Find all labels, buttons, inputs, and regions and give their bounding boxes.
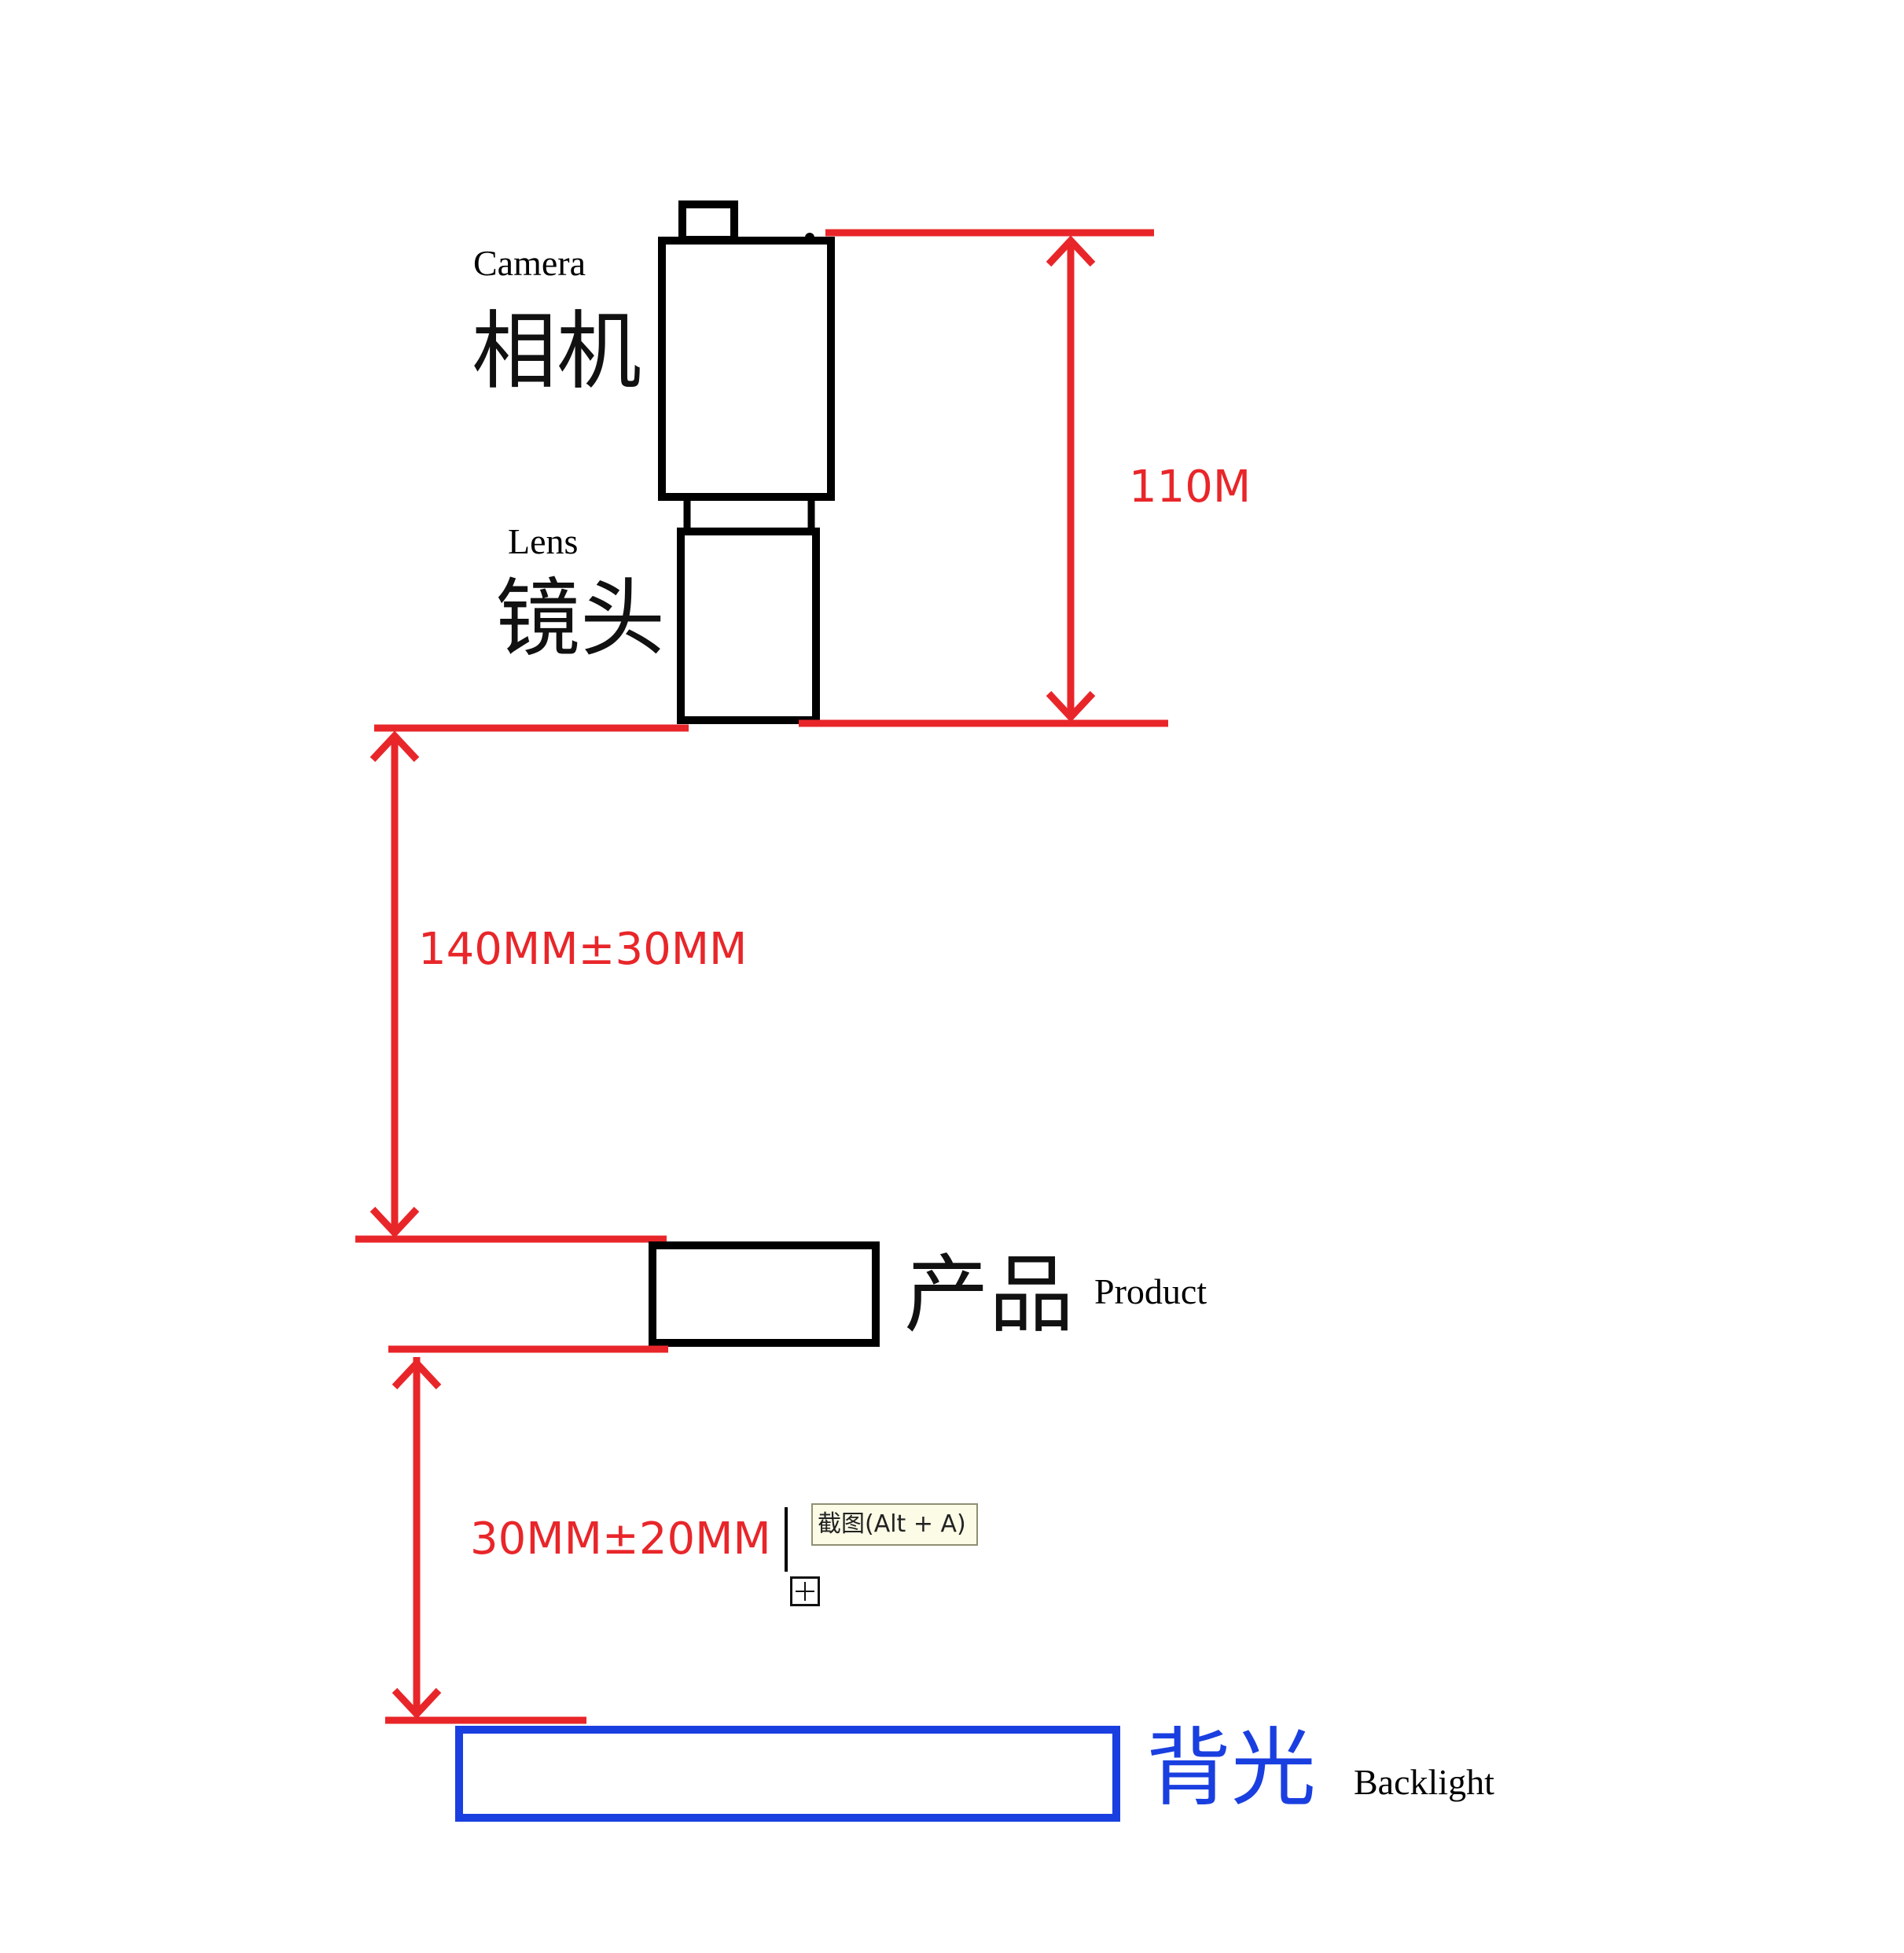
screenshot-tooltip: 截图(Alt + A) [811,1503,978,1546]
camera-label-zh: 相机 [472,303,642,401]
camera-knob [678,200,738,244]
lens-label-zh: 镜头 [495,570,666,668]
move-icon[interactable] [790,1576,820,1606]
lens-body [677,528,820,724]
dim-140-arrow-head-bottom [369,1206,420,1238]
product-label-zh: 产品 [904,1246,1075,1344]
backlight-box [455,1726,1120,1822]
camera-label-en: Camera [473,243,586,283]
text-caret [785,1507,788,1572]
dim-110-arrow-head-top [1046,235,1096,267]
dim-140-arrow-head-top [369,730,420,763]
dim-110-label: 110M [1129,462,1252,513]
product-box [649,1241,880,1347]
lens-label-en: Lens [508,521,579,561]
dim-30-arrow-head-bottom [391,1687,442,1719]
lens-mount [683,493,815,535]
dim-30-arrow-head-top [391,1358,442,1390]
dim-140-label: 140MM±30MM [418,924,748,975]
backlight-label-en: Backlight [1354,1762,1494,1802]
dim-110-arrow-head-bottom [1046,690,1096,723]
product-label-en: Product [1094,1271,1207,1311]
camera-dot [805,233,814,242]
camera-body [658,237,835,501]
backlight-label-zh: 背光 [1146,1719,1317,1818]
dim-30-label: 30MM±20MM [470,1513,771,1565]
